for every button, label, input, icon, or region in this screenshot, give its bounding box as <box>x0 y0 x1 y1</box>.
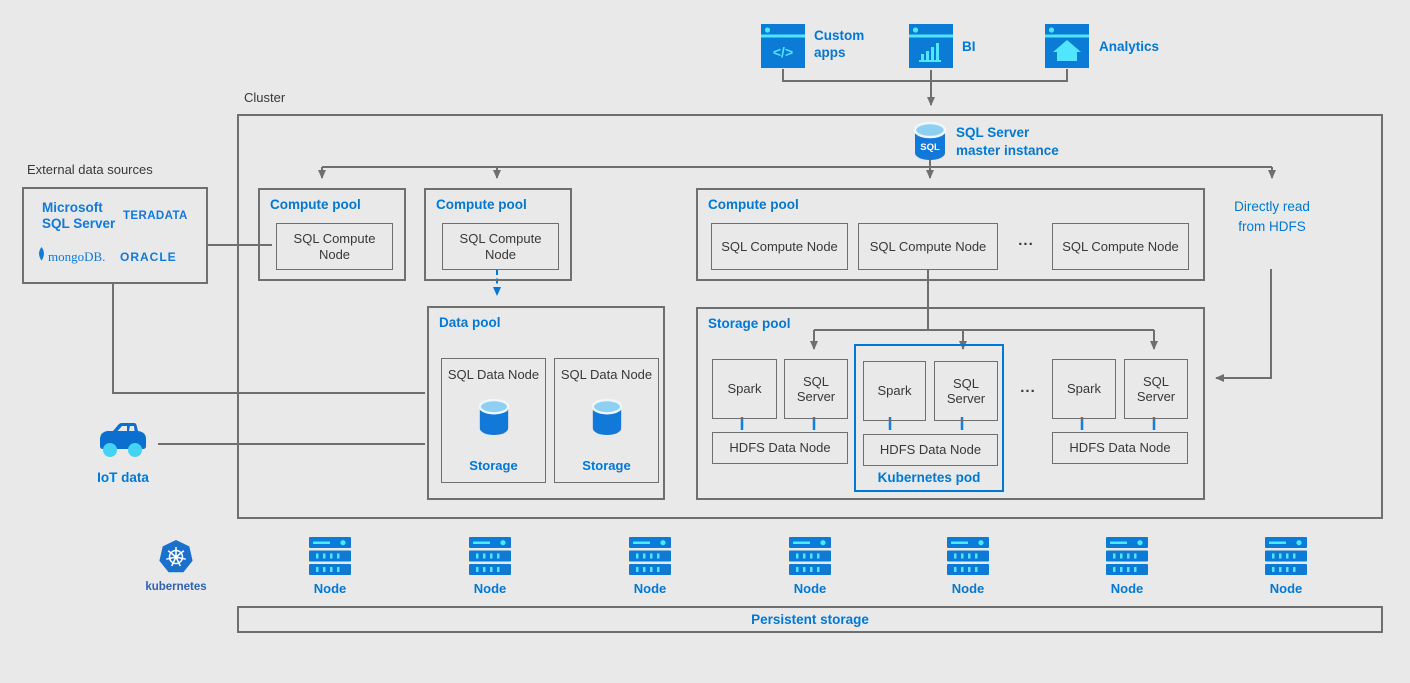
sql-server-node: SQL Server <box>1124 359 1188 419</box>
data-pool: Data pool SQL Data Node Storage SQL Data… <box>427 306 665 500</box>
storage-label: Storage <box>469 457 518 473</box>
sql-server-node: SQL Server <box>784 359 848 419</box>
node-label: Node <box>313 581 347 596</box>
sql-master-icon: SQL <box>912 121 948 168</box>
spark-node: Spark <box>1052 359 1116 419</box>
sql-compute-node: SQL Compute Node <box>1052 223 1189 270</box>
directly-read-hdfs-label: Directly read from HDFS <box>1234 199 1310 234</box>
cluster-label: Cluster <box>244 90 286 105</box>
spark-node: Spark <box>712 359 777 419</box>
analytics-icon <box>1045 24 1089 73</box>
compute-pool-3: Compute pool SQL Compute Node SQL Comput… <box>696 188 1205 281</box>
sql-data-node-label: SQL Data Node <box>447 367 540 382</box>
sql-data-node-1: SQL Data Node Storage <box>441 358 546 483</box>
persistent-storage-bar: Persistent storage <box>237 606 1383 633</box>
server-node-icon <box>309 537 351 580</box>
cluster-box <box>237 114 1383 519</box>
hdfs-data-node: HDFS Data Node <box>863 434 998 466</box>
node-label: Node <box>951 581 985 596</box>
hdfs-data-node: HDFS Data Node <box>1052 432 1188 464</box>
server-node-icon <box>1265 537 1307 580</box>
hdfs-data-node: HDFS Data Node <box>712 432 848 464</box>
storage-pool-title: Storage pool <box>708 316 791 331</box>
iot-data-label: IoT data <box>97 470 149 485</box>
sql-data-node-2: SQL Data Node Storage <box>554 358 659 483</box>
storage-cylinder-icon <box>477 398 511 441</box>
bi-label: BI <box>962 39 976 54</box>
node-label: Node <box>793 581 827 596</box>
server-node-icon <box>1106 537 1148 580</box>
node-label: Node <box>473 581 507 596</box>
node-label: Node <box>633 581 667 596</box>
compute-pool-2-title: Compute pool <box>436 197 527 212</box>
vendor-microsoft-sql-server: Microsoft SQL Server <box>42 200 116 232</box>
external-sources-label: External data sources <box>27 162 153 177</box>
storage-pool-ellipsis: ... <box>1020 379 1036 396</box>
server-node-icon <box>469 537 511 580</box>
vendor-mongodb: mongoDB. <box>48 249 106 264</box>
storage-cylinder-icon <box>590 398 624 441</box>
sql-server-node: SQL Server <box>934 361 998 421</box>
persistent-storage-label: Persistent storage <box>751 612 869 627</box>
custom-apps-label: Custom apps <box>814 28 865 60</box>
data-pool-title: Data pool <box>439 315 501 330</box>
kubernetes-pod-label: Kubernetes pod <box>877 470 981 485</box>
spark-node: Spark <box>863 361 926 421</box>
svg-text:</>: </> <box>773 44 793 60</box>
server-node-icon <box>629 537 671 580</box>
compute-pool-1: Compute pool SQL Compute Node <box>258 188 406 281</box>
kubernetes-icon <box>156 539 196 584</box>
node-label: Node <box>1269 581 1303 596</box>
sql-compute-node: SQL Compute Node <box>442 223 559 270</box>
storage-pool: Storage pool Spark SQL Server HDFS Data … <box>696 307 1205 500</box>
compute-pool-ellipsis: ... <box>1018 232 1034 249</box>
mongodb-leaf-icon <box>37 247 46 267</box>
compute-pool-1-title: Compute pool <box>270 197 361 212</box>
server-node-icon <box>789 537 831 580</box>
vendor-teradata: TERADATA <box>123 210 188 222</box>
bi-icon <box>909 24 953 73</box>
kubernetes-label: kubernetes <box>145 581 207 593</box>
kubernetes-pod-box: Spark SQL Server HDFS Data Node Kubernet… <box>854 344 1004 492</box>
custom-apps-icon: </> <box>761 24 805 73</box>
compute-pool-3-title: Compute pool <box>708 197 799 212</box>
iot-car-icon <box>96 420 150 467</box>
sql-data-node-label: SQL Data Node <box>560 367 653 382</box>
server-node-icon <box>947 537 989 580</box>
sql-compute-node: SQL Compute Node <box>858 223 998 270</box>
node-label: Node <box>1110 581 1144 596</box>
sql-compute-node: SQL Compute Node <box>276 223 393 270</box>
analytics-label: Analytics <box>1099 39 1160 54</box>
external-sources-box: Microsoft SQL Server TERADATA mongoDB. O… <box>22 187 208 284</box>
sql-master-label: SQL Server master instance <box>956 125 1059 158</box>
sql-compute-node: SQL Compute Node <box>711 223 848 270</box>
svg-text:SQL: SQL <box>920 142 940 153</box>
vendor-oracle: ORACLE <box>120 250 177 264</box>
compute-pool-2: Compute pool SQL Compute Node <box>424 188 572 281</box>
storage-label: Storage <box>582 457 631 473</box>
